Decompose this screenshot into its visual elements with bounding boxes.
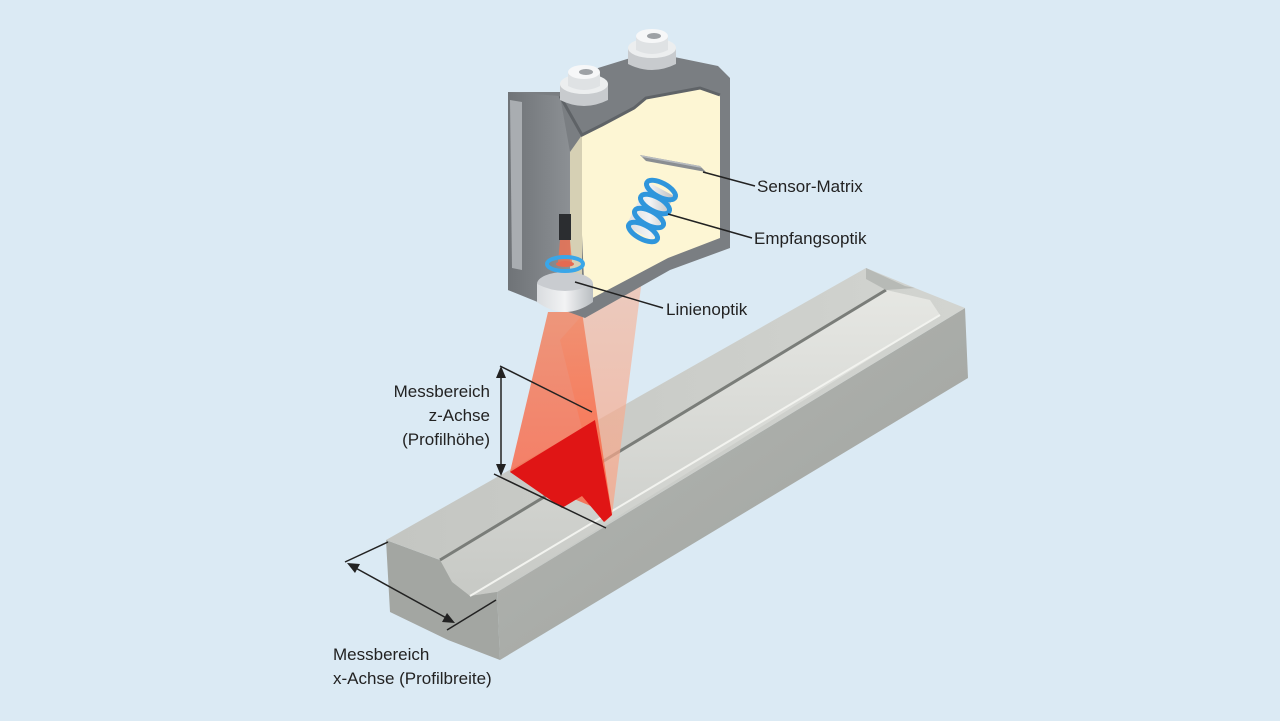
profile-end-face — [386, 540, 500, 660]
laser-diode — [559, 214, 571, 240]
label-z-range: Messbereich z-Achse (Profilhöhe) — [360, 380, 490, 452]
z-range-ext-bottom — [493, 473, 607, 529]
sensor-matrix — [640, 155, 706, 172]
x-range-ext-left — [344, 541, 389, 563]
housing-top-ridge — [558, 86, 721, 137]
label-z-range-line-2: z-Achse — [428, 406, 490, 425]
profile-groove — [440, 290, 940, 596]
x-range-dimension — [344, 541, 497, 631]
z-range-dimension — [493, 365, 607, 529]
z-range-ext-top — [499, 365, 593, 413]
profile-groove-edge-light — [469, 314, 941, 597]
label-x-range: Messbereich x-Achse (Profilbreite) — [333, 643, 492, 691]
label-z-range-line-3: (Profilhöhe) — [402, 430, 490, 449]
profile-side-face — [497, 308, 968, 660]
cable-gland-right — [628, 29, 676, 70]
laser-line — [510, 420, 612, 522]
laser-emitter — [545, 214, 585, 273]
leader-lines — [574, 171, 756, 309]
housing-left-rim — [510, 100, 522, 270]
label-x-range-line-2: x-Achse (Profilbreite) — [333, 669, 492, 688]
label-line-optics: Linienoptik — [666, 300, 748, 319]
leader-receiving-optics — [667, 213, 753, 239]
label-sensor-matrix: Sensor-Matrix — [757, 177, 863, 196]
sensor-housing — [508, 52, 730, 318]
laser-beams — [510, 232, 648, 522]
x-range-arrow — [351, 565, 451, 621]
profile-back-rim — [866, 268, 915, 290]
line-optics-housing — [537, 284, 593, 312]
leader-line-optics — [574, 281, 664, 309]
profile-rail — [386, 268, 968, 660]
leader-sensor-matrix — [702, 171, 756, 187]
receiving-optics — [625, 177, 679, 245]
label-receiving-optics: Empfangsoptik — [754, 229, 867, 248]
label-x-range-line-1: Messbereich — [333, 645, 430, 664]
cable-gland-left — [560, 65, 608, 106]
line-optics-lens — [545, 255, 585, 273]
label-z-range-line-1: Messbereich — [393, 382, 490, 401]
reflected-beam — [560, 232, 648, 522]
x-range-ext-right — [446, 599, 497, 631]
profile-groove-edge-dark — [439, 288, 887, 562]
housing-left-side — [508, 92, 570, 305]
